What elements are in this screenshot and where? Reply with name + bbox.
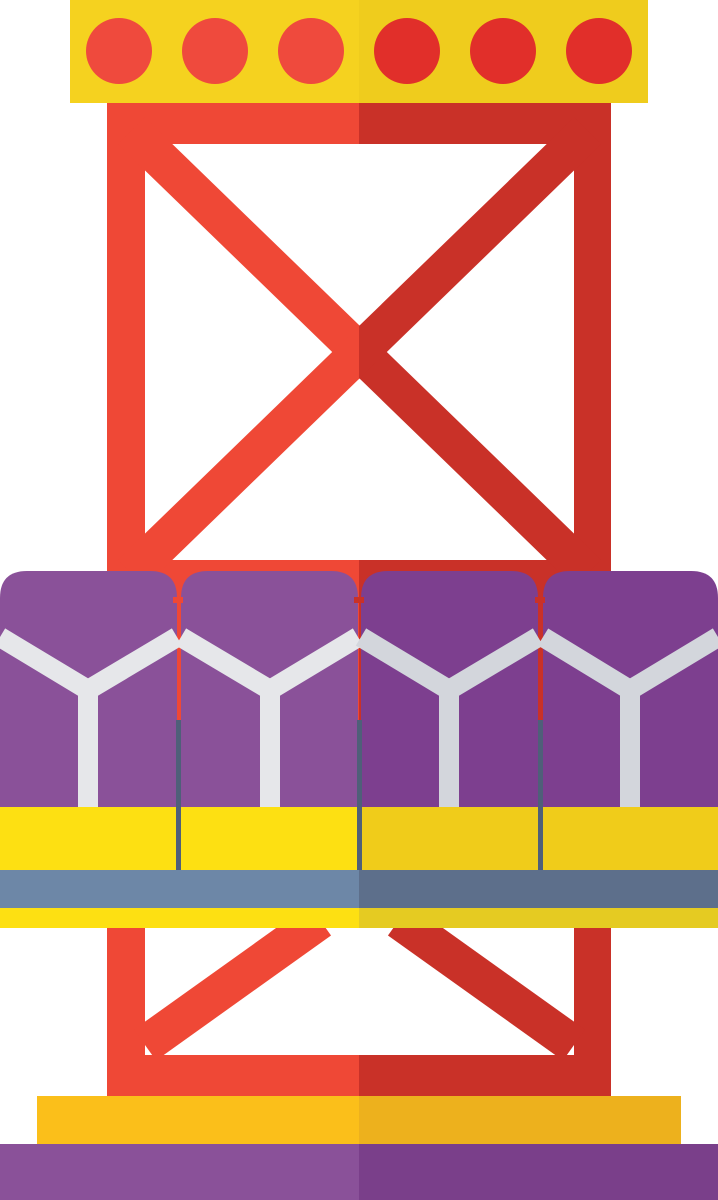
seat-4 — [537, 571, 718, 870]
ground-base — [0, 1144, 718, 1200]
seat-dividers — [173, 597, 545, 870]
light-bulb-6 — [566, 18, 632, 84]
top-light-cap — [70, 0, 648, 103]
light-bulb-4 — [374, 18, 440, 84]
light-bulb-1 — [86, 18, 152, 84]
seat-3 — [355, 571, 544, 870]
light-bulb-5 — [470, 18, 536, 84]
upper-x-brace — [118, 117, 601, 587]
seat-2 — [175, 571, 364, 870]
base-platform — [37, 1096, 681, 1145]
seat-rail — [0, 870, 718, 928]
seat-1 — [0, 571, 183, 870]
light-bulb-3 — [278, 18, 344, 84]
lower-brace — [133, 904, 586, 1061]
light-bulb-2 — [182, 18, 248, 84]
seat-row — [0, 571, 718, 870]
